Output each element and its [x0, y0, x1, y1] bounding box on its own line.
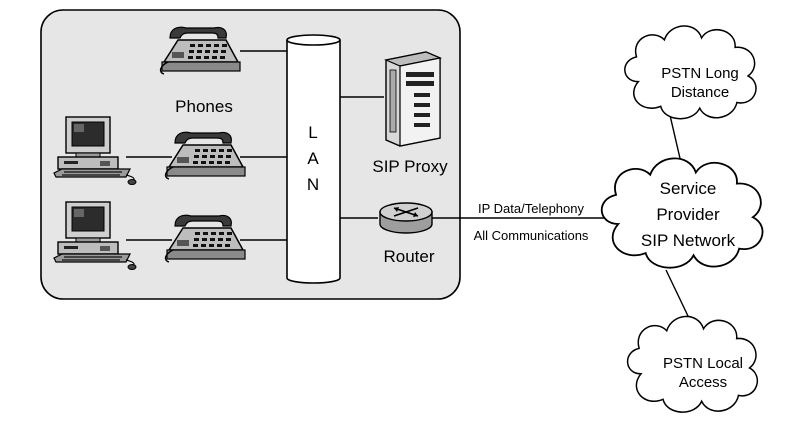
cloud-bottom-line-1: PSTN Local	[663, 355, 743, 372]
lan-label-a: A	[307, 149, 319, 168]
router-label: Router	[383, 247, 434, 266]
lan-label-l: L	[308, 123, 317, 142]
sip-proxy-label: SIP Proxy	[372, 157, 448, 176]
lan-panel	[40, 9, 461, 300]
cloud-top-line-2: Distance	[671, 84, 729, 101]
link-label-ip-data-telephony: IP Data/Telephony	[478, 201, 584, 216]
cloud-middle-line-1: Service	[660, 179, 717, 198]
server-tower-icon	[383, 51, 443, 147]
cloud-middle-line-3: SIP Network	[641, 231, 736, 250]
router-icon	[379, 202, 433, 234]
cloud-middle-line-2: Provider	[656, 205, 720, 224]
cloud-bottom-line-2: Access	[679, 374, 727, 391]
link-label-all-communications: All Communications	[474, 228, 589, 243]
lan-label-n: N	[307, 175, 319, 194]
cloud-top-line-1: PSTN Long	[661, 65, 739, 82]
lan-cylinder	[286, 34, 341, 284]
phones-label: Phones	[175, 97, 233, 116]
